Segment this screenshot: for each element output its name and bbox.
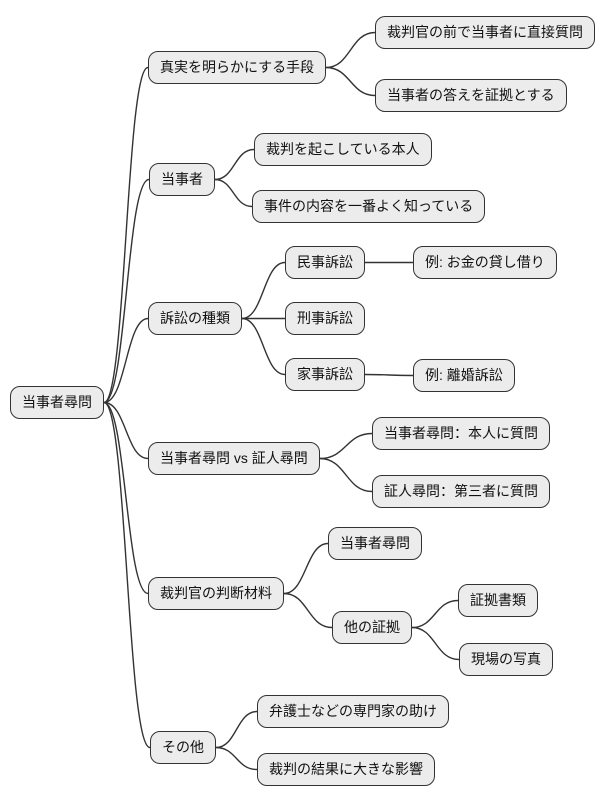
edge-root-to-b2 <box>103 178 150 404</box>
node-other-evidence: 他の証拠 <box>332 611 412 644</box>
edge-b6-to-b6c2 <box>215 746 258 771</box>
node-party: 当事者 <box>149 163 215 196</box>
edge-root-to-b1 <box>103 66 149 404</box>
edge-b5c2-to-b5c2g2 <box>411 626 460 661</box>
node-expert-help-such-as-lawyers: 弁護士などの専門家の助け <box>257 695 449 728</box>
node-criminal-litigation: 刑事訴訟 <box>285 302 365 335</box>
node-civil-litigation: 民事訴訟 <box>285 246 365 279</box>
node-judges-decision-materials: 裁判官の判断材料 <box>148 577 284 610</box>
edge-b3c3-to-b3c3g1 <box>364 373 414 377</box>
edge-root-to-b3 <box>103 317 149 404</box>
edge-b5-to-b5c1 <box>283 542 329 595</box>
edge-root-to-b6 <box>103 401 151 749</box>
edge-b3-to-b3c1 <box>241 261 286 320</box>
edge-b3-to-b3c3 <box>241 317 286 376</box>
node-direct-questioning-before-judge: 裁判官の前で当事者に直接質問 <box>375 16 595 49</box>
node-knows-case-best: 事件の内容を一番よく知っている <box>252 190 486 223</box>
edge-b6-to-b6c1 <box>215 710 258 749</box>
node-others: その他 <box>150 731 216 764</box>
node-family-litigation: 家事訴訟 <box>285 358 365 391</box>
node-documentary-evidence: 証拠書類 <box>458 584 538 617</box>
node-example-money-lending: 例: お金の貸し借り <box>413 246 557 279</box>
edge-b4-to-b4c2 <box>319 457 373 493</box>
node-example-divorce-suit: 例: 離婚訴訟 <box>413 359 515 392</box>
edge-b4-to-b4c1 <box>319 432 373 460</box>
node-big-impact-on-trial-outcome: 裁判の結果に大きな影響 <box>257 753 435 786</box>
node-party-examination-question-the-person: 当事者尋問：本人に質問 <box>372 417 550 450</box>
node-witness-examination-question-third-party: 証人尋問：第三者に質問 <box>372 475 550 508</box>
edge-root-to-b4 <box>103 401 149 460</box>
edge-b1-to-b1c1 <box>325 31 376 69</box>
node-person-who-filed-suit: 裁判を起こしている本人 <box>254 133 432 166</box>
node-party-vs-witness-examination: 当事者尋問 vs 証人尋問 <box>148 442 320 475</box>
node-party-examination-material: 当事者尋問 <box>328 527 422 560</box>
node-means-to-reveal-truth: 真実を明らかにする手段 <box>148 51 327 84</box>
edge-b2-to-b2c1 <box>214 148 255 181</box>
node-scene-photos: 現場の写真 <box>459 643 553 676</box>
edge-b1-to-b1c2 <box>325 66 376 97</box>
edge-b5-to-b5c2 <box>283 592 333 629</box>
node-answers-used-as-evidence: 当事者の答えを証拠とする <box>375 79 567 112</box>
node-types-of-litigation: 訴訟の種類 <box>148 302 242 335</box>
edge-b2-to-b2c2 <box>214 178 253 208</box>
node-root-party-examination: 当事者尋問 <box>10 386 104 419</box>
edge-b5c2-to-b5c2g1 <box>411 599 459 629</box>
edge-root-to-b5 <box>103 401 149 595</box>
